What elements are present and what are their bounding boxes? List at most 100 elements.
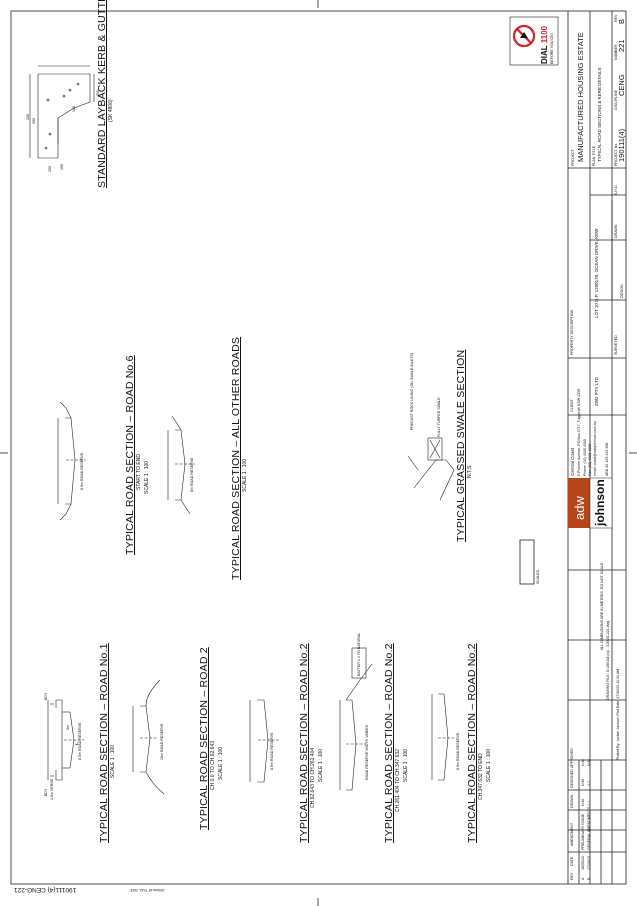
dial-sub: BEFORE YOU DIG [550, 33, 554, 64]
other-reserve: 8m ROAD RESERVE [190, 457, 194, 492]
road6-scale: SCALE 1 : 100 [144, 460, 150, 494]
road2-reserve: 10m ROAD RESERVE [160, 723, 164, 760]
tb-property: LOT 10 D.P. 1290178, OCEAN DRIVE, KEW [594, 228, 599, 318]
rev-hdr-amendment: AMENDMENT [570, 822, 574, 846]
section-road2b [339, 647, 373, 791]
tb-design-label: DESIGN [620, 284, 624, 298]
road2b-reserve: ROAD RESERVE WIDTH VARIES [365, 724, 369, 780]
road2a-ch: CH.92.643 TO CH.261.404 [310, 747, 316, 808]
road2c-reserve: 8.5m ROAD RESERVE [456, 732, 460, 770]
kerb-dim-250: 250 [48, 166, 52, 172]
firm-logo-short: adw [572, 496, 587, 520]
rev-row-a-amend: PRELIMINARY ISSUE [581, 813, 585, 850]
rev-row-b-rev: B [587, 877, 591, 880]
firm-abn: ABN 62 129 445 398 [605, 442, 609, 476]
road1-centreline: ℄ [75, 742, 79, 745]
rev-row-b-drawn: J.J. [587, 800, 591, 806]
full-size-note: 100mm AT FULL SIZE [130, 888, 165, 892]
rev-row-b-designed: J.J. [587, 780, 591, 786]
road2b-title: TYPICAL ROAD SECTION – ROAD No.2 [383, 643, 395, 843]
road1-bdy-right: BDY [44, 788, 48, 796]
firm-phone: Phone: (02) 4305 4300 [583, 439, 587, 476]
rev-row-b-date: 17/10/23 [587, 856, 591, 870]
firm-address: 5 Pioneer Avenue, PO Box 3717, Tuggerah … [577, 388, 581, 476]
tb-ahd: A.H.D. [614, 184, 618, 195]
firm-fax: Fax: (02) 4305 4399 [588, 443, 592, 476]
rev-hdr-rev: REV [570, 872, 574, 880]
kerb-dim-height: 300 [32, 118, 36, 124]
road2-ch: CH.0.0 TO CH.92.643 [210, 740, 216, 790]
rev-hdr-drawn: DRAWN [570, 794, 574, 808]
road2a-title: TYPICAL ROAD SECTION – ROAD No.2 [298, 643, 310, 843]
section-road6 [57, 401, 86, 521]
section-swale [407, 437, 455, 501]
tb-plantitle: TYPICAL ROAD SECTIONS & KERB DETAILS [597, 67, 602, 162]
tb-project-label: PROJECT [571, 149, 575, 166]
kerb-dim-100: 100 [72, 106, 76, 112]
margin-ref: 190111(4) CENG-221 [14, 886, 77, 893]
firm-office: Central Coast [570, 447, 575, 476]
dial-title: DIAL [540, 45, 549, 64]
section-road2a [249, 699, 280, 783]
tb-project: MANUFACTURED HOUSING ESTATE [576, 32, 585, 162]
tb-projectno: 190111(4) [617, 128, 626, 162]
road2a-reserve: 8.5m ROAD RESERVE [270, 732, 274, 770]
road6-sub: START TO END [136, 454, 142, 490]
rev-row-a-drawn: N.M. [581, 798, 585, 806]
rev-row-b-amend: GENERAL AMENDMENTS [587, 806, 591, 850]
road2b-scale: SCALE 1 : 100 [403, 748, 409, 782]
road1-reserve: 8.5m ROAD RESERVE [78, 722, 82, 760]
rev-hdr-approved: APPROVED [570, 748, 574, 768]
other-title: TYPICAL ROAD SECTION – ALL OTHER ROADS [230, 336, 242, 580]
adw-logo-bg [568, 478, 590, 528]
other-scale: SCALE 1 : 100 [242, 458, 248, 492]
swale-title: TYPICAL GRASSED SWALE SECTION [455, 349, 467, 542]
firm-email: email: coast@adwjohnson.com.au [593, 421, 597, 476]
swale-note-rock: PRECAST ROCK LINING (ON SWALE INLETS) [410, 352, 414, 430]
tb-drawn-label: DRAWN [614, 224, 618, 238]
kerb-dim-200: 200 [26, 114, 30, 120]
section-other [167, 415, 195, 515]
rev-row-b-approved: N.M. [587, 758, 591, 766]
tb-client: ZW2 PTY LTD [594, 377, 599, 406]
rev-row-a-rev: A [581, 877, 585, 880]
swale-note-turf: FULLY TURFED SWALE [437, 397, 441, 437]
firm-logo-name: johnson [593, 479, 607, 526]
road6-reserve: 8.5m ROAD RESERVE [80, 452, 84, 490]
tb-client-label: CLIENT [570, 399, 574, 412]
section-road2c [431, 693, 456, 781]
road1-scale: SCALE 1 : 100 [110, 744, 116, 778]
dial-number: DIAL 1100 [540, 26, 549, 64]
road2a-scale: SCALE 1 : 100 [318, 748, 324, 782]
section-kerb [29, 65, 95, 159]
rev-hdr-date: DATE [570, 856, 574, 866]
tb-rev: B [617, 18, 626, 24]
road2c-ch: CH.347.632 TO END [478, 753, 484, 800]
road2c-title: TYPICAL ROAD SECTION – ROAD No.2 [466, 643, 478, 843]
tb-property-label: PROPERTY DESCRIPTION [570, 309, 574, 355]
road2c-scale: SCALE 1 : 100 [486, 748, 492, 782]
road1-title: TYPICAL ROAD SECTION – ROAD No.1 [98, 643, 110, 843]
kerb-dim-width: 550 [96, 90, 100, 96]
tb-discipline: CENG [617, 74, 626, 96]
road1-bdy-left: BDY [44, 692, 48, 700]
sheet-border [10, 10, 627, 885]
rev-row-a-date: 18/05/22 [581, 856, 585, 870]
tb-surveyed-label: SURVEYED [614, 335, 618, 355]
dial-digits: 1100 [540, 25, 549, 44]
rev-row-a-designed: N.M. [581, 778, 585, 786]
road2-title: TYPICAL ROAD SECTION – ROAD 2 [198, 647, 210, 830]
file-note: DRAWING FILE: S:\190111\(4)\...\CENG-221… [606, 620, 610, 700]
tb-number: 221 [617, 39, 626, 52]
scales-label: SCALES [536, 569, 540, 584]
road2b-ch: CH.261.404 TO CH.347.632 [395, 749, 401, 812]
tb-plantitle-label: PLAN TITLE [592, 145, 596, 166]
road1-lane: 3m [66, 725, 70, 730]
rev-hdr-designed: DESIGNED [570, 769, 574, 788]
dial-icon-graphic [509, 16, 559, 66]
section-road1 [47, 699, 84, 781]
section-road2 [132, 679, 165, 795]
swale-scale: N.T.S. [467, 464, 473, 478]
